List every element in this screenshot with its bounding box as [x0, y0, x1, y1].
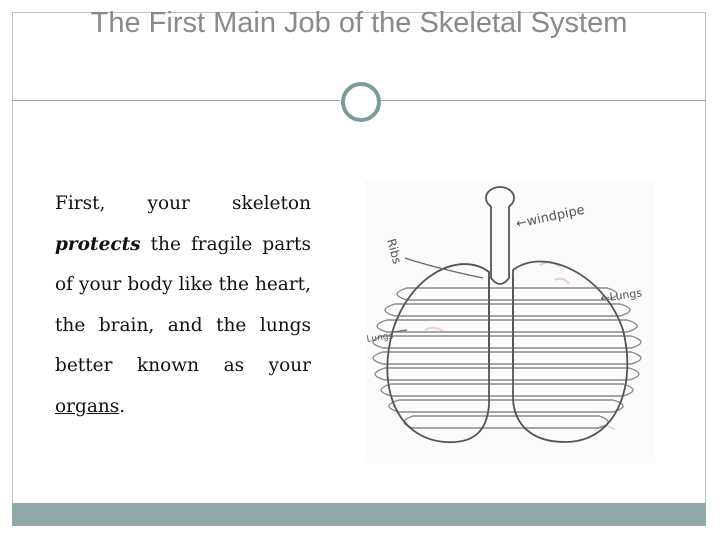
lungs-drawing-svg: ←windpipe Ribs ←Lungs Lungs — [366, 186, 643, 443]
label-lungs-right: ←Lungs — [600, 286, 643, 305]
body-word-your: your — [147, 193, 190, 214]
footer-accent-bar — [12, 503, 706, 526]
left-lung-outline — [386, 263, 490, 443]
lungs-outline — [386, 260, 629, 443]
body-word-first: First, — [55, 193, 106, 214]
rib-2 — [384, 303, 631, 317]
rib-8 — [388, 399, 624, 413]
title-divider-left — [12, 100, 340, 101]
body-period: . — [119, 395, 126, 417]
lungs-left-arrow — [392, 329, 408, 333]
tint-mark-2 — [554, 277, 570, 285]
rib-9 — [403, 415, 609, 429]
body-line-1: First, your skeleton — [55, 184, 311, 225]
label-arrows — [392, 257, 484, 333]
rib-4 — [372, 335, 642, 349]
lungs-drawing: ←windpipe Ribs ←Lungs Lungs — [365, 180, 655, 463]
body-rest-text: the fragile parts of your body like the … — [55, 233, 311, 377]
label-windpipe: ←windpipe — [515, 203, 586, 232]
rib-1 — [396, 287, 618, 301]
ribs-group — [372, 287, 642, 429]
slide-title: The First Main Job of the Skeletal Syste… — [90, 7, 628, 39]
windpipe-tube — [490, 206, 510, 285]
body-rest: protects the fragile parts of your body … — [55, 225, 311, 428]
label-lungs-left: Lungs — [366, 331, 394, 345]
windpipe — [485, 186, 515, 285]
body-paragraph: First, your skeleton protects the fragile p… — [55, 184, 311, 427]
rib-5 — [372, 351, 642, 365]
tint-mark-4 — [424, 326, 444, 332]
title-divider-right — [381, 100, 706, 101]
rib-7 — [380, 383, 634, 397]
body-word-skeleton: skeleton — [231, 193, 311, 214]
rib-6 — [374, 367, 640, 381]
ribs-arrow — [404, 257, 484, 279]
emphasis-protects: protects — [55, 233, 141, 255]
right-lung-outline — [512, 260, 629, 443]
ring-ornament-icon — [341, 82, 381, 122]
label-ribs: Ribs — [384, 237, 404, 265]
windpipe-top-icon — [485, 186, 515, 210]
rib-3 — [376, 319, 638, 333]
underlined-organs: organs — [55, 395, 120, 417]
